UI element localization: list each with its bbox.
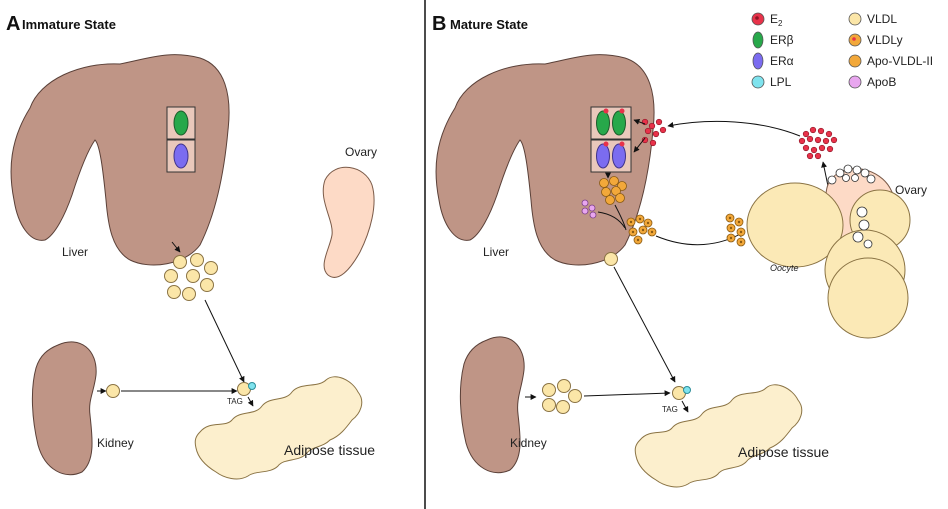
- arrow-liver-vldl-a: [171, 241, 181, 253]
- kidney-a: [31, 341, 97, 476]
- arrow-e2-beta: [633, 119, 646, 125]
- legend-item: Apo-VLDL-II: [848, 54, 933, 68]
- vldl-cluster-kidney-b: [542, 379, 582, 414]
- legend-marker: [848, 54, 862, 68]
- tag-b-label: TAG: [662, 405, 678, 414]
- legend-item: LPL: [751, 75, 792, 89]
- arrow-tag-a: [247, 396, 254, 407]
- legend-item: ERβ: [752, 31, 794, 49]
- liver-a-label: Liver: [62, 245, 88, 259]
- arrow-vldly-merge: [614, 204, 627, 231]
- legend-marker: [848, 12, 862, 26]
- legend-item: E2: [751, 12, 783, 28]
- er-beta-b-2: [612, 110, 626, 136]
- legend-label: E2: [770, 12, 783, 28]
- legend-item: VLDL: [848, 12, 897, 26]
- legend-marker-dot: [755, 16, 759, 20]
- arrow-vldl-adipose-a: [204, 299, 245, 383]
- legend-label: VLDL: [867, 12, 897, 26]
- arrow-vldl-adipose-b: [613, 266, 676, 383]
- lpl-a: [248, 382, 256, 390]
- vldly-cluster-liver: [599, 176, 627, 205]
- kidney-a-label: Kidney: [97, 436, 134, 450]
- oocyte-large-1: [746, 182, 844, 268]
- ovary-b-label: Ovary: [895, 183, 927, 197]
- er-alpha-b-1: [596, 143, 610, 169]
- oocyte-label: Oocyte: [770, 263, 799, 273]
- adipose-b: [634, 384, 803, 488]
- legend-label: ERα: [770, 54, 794, 68]
- e2-bound-3: [603, 141, 609, 147]
- liver-a: [10, 54, 230, 266]
- arrow-ovary-e2: [821, 161, 829, 187]
- er-beta-a: [173, 110, 189, 136]
- adipose-b-label: Adipose tissue: [738, 444, 829, 460]
- er-beta-b-1: [596, 110, 610, 136]
- er-alpha-b-2: [612, 143, 626, 169]
- adipose-a-label: Adipose tissue: [284, 442, 375, 458]
- lpl-b: [683, 386, 691, 394]
- tag-a-label: TAG: [227, 397, 243, 406]
- legend-label: Apo-VLDL-II: [867, 54, 933, 68]
- legend-marker: [752, 52, 764, 70]
- arrow-vldl-adipose-kidney-b: [583, 390, 671, 397]
- arrow-apob-merge: [597, 211, 626, 229]
- adipose-a: [194, 376, 363, 480]
- legend-marker: [751, 75, 765, 89]
- panel-a-letter: A: [6, 13, 20, 35]
- er-alpha-a: [173, 143, 189, 169]
- liver-b-label: Liver: [483, 245, 509, 259]
- arrow-ovary-e2-liver: [667, 120, 801, 137]
- legend-marker-dot: [852, 37, 856, 41]
- panel-a-title: Immature State: [22, 17, 116, 32]
- panel-b: B Mature State Liver: [432, 13, 927, 488]
- e2-cluster-liver: [641, 118, 667, 147]
- vldly-cluster-exit: [626, 214, 657, 245]
- panel-b-letter: B: [432, 13, 446, 35]
- vldly-cluster-oocyte: [725, 213, 746, 247]
- kidney-b-label: Kidney: [510, 436, 547, 450]
- arrow-tag-b: [681, 400, 689, 413]
- e2-bound-2: [619, 108, 625, 114]
- arrow-vldly-oocyte: [655, 231, 745, 246]
- legend-marker: [848, 75, 862, 89]
- ovary-b: [746, 164, 911, 339]
- ovary-a: [322, 166, 375, 278]
- legend-marker: [752, 31, 764, 49]
- legend-item: ERα: [752, 52, 794, 70]
- ovary-a-label: Ovary: [345, 145, 377, 159]
- e2-bound-4: [619, 141, 625, 147]
- panel-a: A Immature State Liver Ovary Ki: [6, 13, 377, 480]
- e2-cluster-ovary: [798, 126, 838, 160]
- legend-item: VLDLy: [848, 33, 903, 47]
- vldl-cluster-a: [164, 253, 218, 301]
- e2-bound-1: [603, 108, 609, 114]
- apob-cluster: [581, 199, 597, 219]
- legend-item: ApoB: [848, 75, 896, 89]
- vldl-liver-b: [604, 252, 618, 266]
- vldl-kidney-a: [106, 384, 120, 398]
- small-follicles: [827, 164, 876, 249]
- arrow-e2-alpha: [633, 137, 646, 153]
- legend-label: ERβ: [770, 33, 794, 47]
- legend-label: LPL: [770, 75, 792, 89]
- legend-label: ApoB: [867, 75, 896, 89]
- oocyte-large-4: [827, 257, 909, 339]
- legend-label: VLDLy: [867, 33, 903, 47]
- panel-b-title: Mature State: [450, 17, 528, 32]
- kidney-b: [459, 336, 525, 474]
